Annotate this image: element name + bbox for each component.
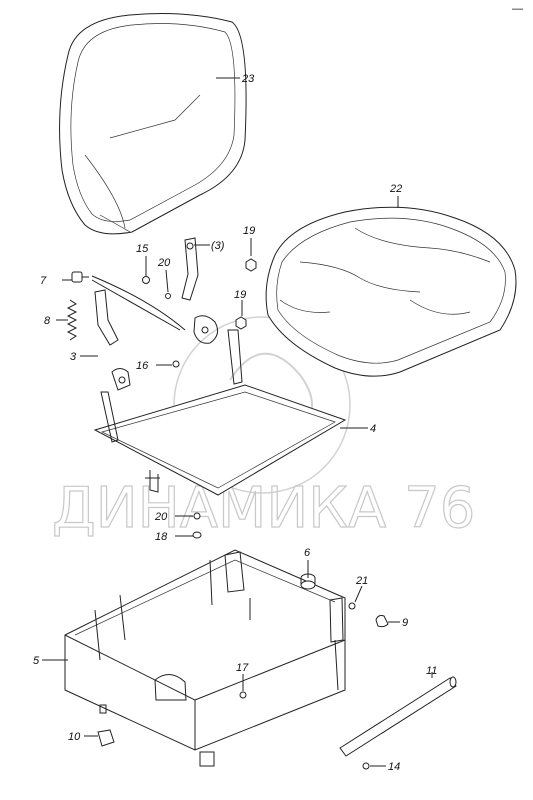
callout-20-upper: 20 [157,257,171,269]
corner-mark: — [511,3,524,15]
callout-5: 5 [33,655,40,667]
adjuster-mechanism [91,237,219,391]
callout-19-lower: 19 [234,289,246,301]
callout-10: 10 [68,731,81,743]
callout-4: 4 [370,423,376,435]
callout-6: 6 [304,547,311,559]
callout-19-upper: 19 [243,225,255,237]
fasteners-lower [239,602,370,770]
callout-21: 21 [355,575,368,587]
rod-11 [339,676,457,757]
spring-8 [66,299,78,341]
base-frame [64,549,346,767]
callout-17: 17 [236,662,249,674]
callout-3: 3 [70,351,77,363]
seat-backrest [59,13,247,235]
leader-lines [42,77,433,767]
seat-frame [93,329,347,496]
callout-20-lower: 20 [154,511,168,523]
callout-11: 11 [426,665,437,677]
cap-9 [375,615,389,628]
callout-14: 14 [388,761,400,773]
callout-23: 23 [241,73,255,85]
seat-cushion [265,206,517,377]
callout-3-paren: (3) [211,240,225,252]
callout-9: 9 [402,617,408,629]
callout-16: 16 [136,360,149,372]
callout-7: 7 [40,275,47,287]
fasteners-upper [142,258,257,539]
callout-22: 22 [389,183,402,195]
callout-18: 18 [155,531,168,543]
bolt-7 [71,271,89,283]
watermark-text: ДИНАМИКА 76 [52,476,475,541]
cap-10 [97,729,115,747]
callout-15: 15 [136,243,149,255]
callout-8: 8 [44,315,51,327]
